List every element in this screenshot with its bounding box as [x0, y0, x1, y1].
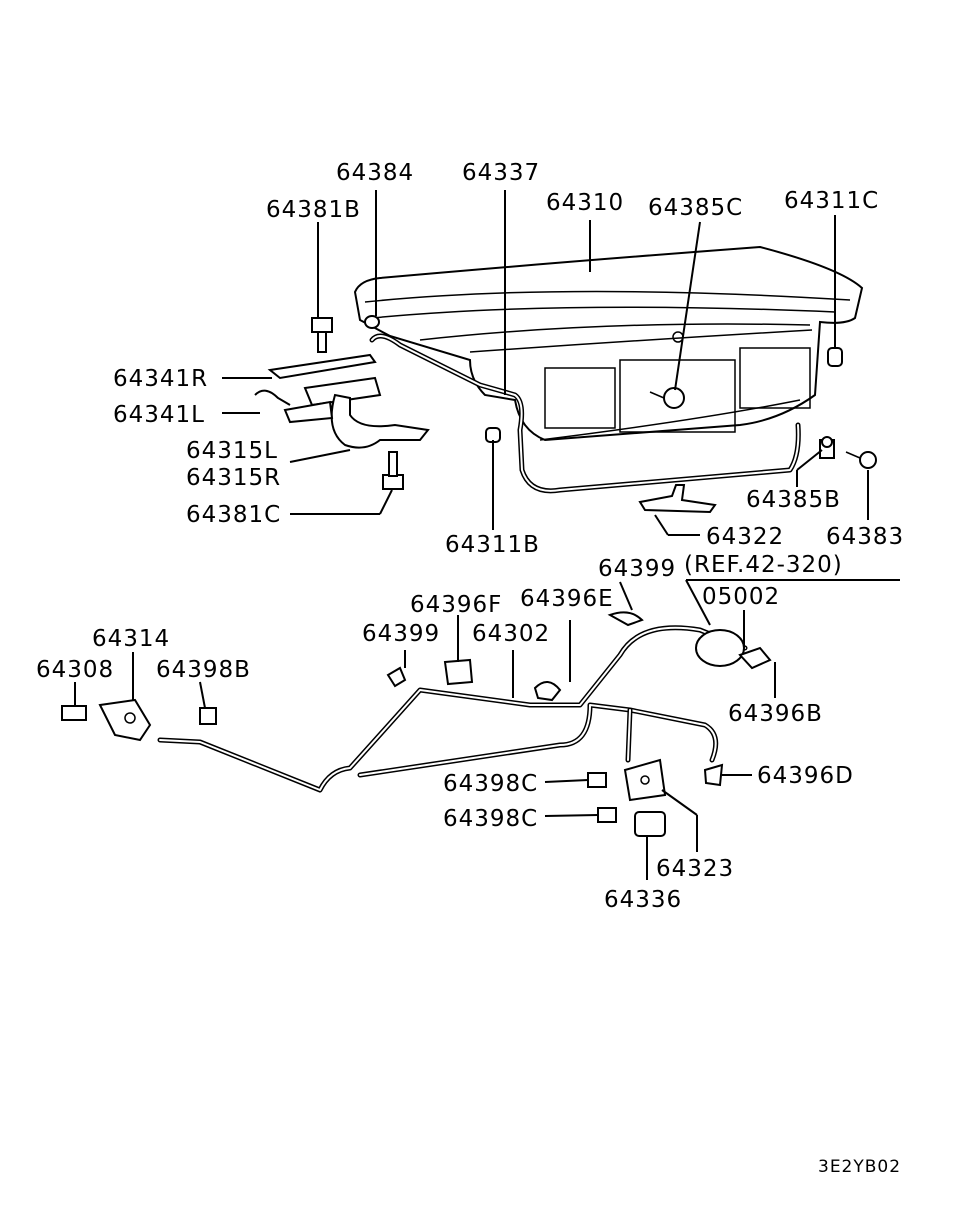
bolt-64398C-upper	[587, 772, 607, 788]
label-64381B: 64381B	[266, 197, 361, 223]
striker-64385B	[819, 436, 835, 459]
bumper-64311C	[827, 347, 843, 367]
diagram-code: 3E2YB02	[818, 1157, 901, 1177]
bolt-64398C-lower	[597, 807, 617, 823]
label-64314: 64314	[92, 626, 170, 652]
cushion-64311B	[485, 427, 501, 443]
label-64308: 64308	[36, 657, 114, 683]
label-64311C: 64311C	[784, 188, 879, 214]
clip-64396E	[533, 681, 562, 702]
label-64398C-upper: 64398C	[443, 771, 538, 797]
screw-64383	[845, 451, 877, 469]
label-64396F: 64396F	[410, 592, 502, 618]
callout-labels: 64384 64337 64381B 64310 64385C 64311C 6…	[36, 160, 904, 1177]
label-64381C: 64381C	[186, 502, 281, 528]
latch-64323	[623, 758, 667, 802]
label-64396B: 64396B	[728, 701, 823, 727]
clip-64399-left	[386, 666, 407, 688]
bolt-64381B	[311, 317, 333, 353]
hinge-assembly	[254, 353, 430, 449]
switch-64336	[634, 811, 666, 837]
label-64315L: 64315L	[186, 438, 278, 464]
label-64399-left: 64399	[362, 621, 440, 647]
lock-cylinder-64385C	[649, 387, 685, 409]
label-64398C-lower: 64398C	[443, 806, 538, 832]
cushion-64384	[364, 315, 380, 329]
label-64396E: 64396E	[520, 586, 614, 612]
clip-64396B	[738, 646, 772, 670]
label-64302: 64302	[472, 621, 550, 647]
label-64399-right: 64399	[598, 556, 676, 582]
label-64385C: 64385C	[648, 195, 743, 221]
label-64396D: 64396D	[757, 763, 854, 789]
release-lever	[61, 698, 217, 742]
label-64322: 64322	[706, 524, 784, 550]
label-64341R: 64341R	[113, 366, 208, 392]
label-64385B: 64385B	[746, 487, 841, 513]
label-64384: 64384	[336, 160, 414, 186]
grommet-05002	[695, 629, 745, 667]
label-64311B: 64311B	[445, 532, 540, 558]
label-ref-42-320: (REF.42-320)	[684, 552, 843, 578]
clip-64396D	[703, 763, 724, 787]
trunk-lid	[353, 245, 864, 442]
bolt-64381C	[382, 451, 404, 490]
label-64323: 64323	[656, 856, 734, 882]
label-64310: 64310	[546, 190, 624, 216]
clip-64396F	[443, 658, 474, 686]
leader-lines	[74, 190, 900, 880]
label-64398B: 64398B	[156, 657, 251, 683]
bracket-64322	[638, 484, 717, 514]
label-64383: 64383	[826, 524, 904, 550]
label-64341L: 64341L	[113, 402, 205, 428]
label-05002: 05002	[702, 584, 780, 610]
label-64315R: 64315R	[186, 465, 281, 491]
clip-64399-right	[607, 611, 644, 627]
label-64336: 64336	[604, 887, 682, 913]
label-64337: 64337	[462, 160, 540, 186]
